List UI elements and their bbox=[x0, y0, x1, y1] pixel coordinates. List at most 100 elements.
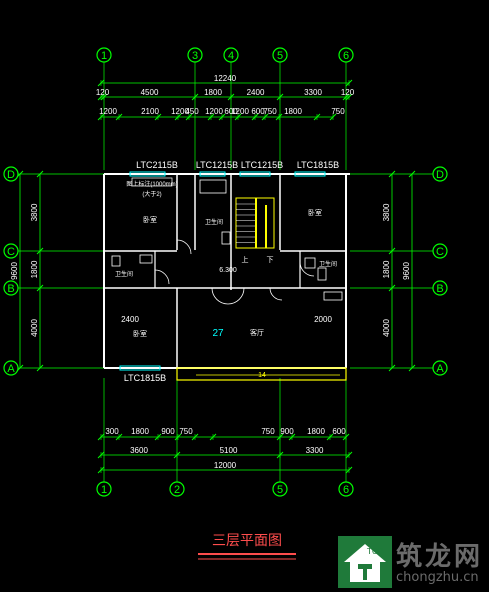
stair-down: 下 bbox=[267, 256, 274, 264]
dimension-lines: 12240 120 4500 1800 2400 3300 120 1200 2100 1200 4… bbox=[10, 74, 416, 474]
dim-bottom-detail-text: 1800 bbox=[131, 427, 149, 436]
dim-top-mid-text: 4500 bbox=[141, 88, 159, 97]
dim-top-detail-text: 600 bbox=[251, 107, 265, 116]
balcony-dim: 14 bbox=[258, 372, 266, 379]
dim-top-detail-text: 600 bbox=[224, 107, 238, 116]
door-arc bbox=[211, 287, 229, 305]
door-arc bbox=[269, 287, 283, 301]
dim-top-mid-text: 120 bbox=[96, 88, 110, 97]
dim-top-detail-text: 2100 bbox=[141, 107, 159, 116]
door-arc bbox=[154, 269, 170, 285]
bedroom-label-ne: 卧室 bbox=[308, 208, 322, 217]
bathtub bbox=[199, 179, 227, 194]
toilet bbox=[221, 231, 231, 245]
watermark-url: chongzhu.cn bbox=[396, 570, 479, 585]
axis-top-5-label: 5 bbox=[277, 50, 283, 62]
elevation-label: 6.300 bbox=[219, 267, 237, 274]
window-label: LTC2115B bbox=[136, 160, 178, 170]
hall-label: 客厅 bbox=[250, 328, 264, 337]
dim-bottom-detail-text: 600 bbox=[332, 427, 346, 436]
svg-text:TOP: TOP bbox=[366, 547, 383, 556]
window-2 bbox=[199, 171, 226, 177]
sink bbox=[139, 254, 153, 264]
room-note-box bbox=[131, 177, 173, 187]
dim-top-detail-text: 1200 bbox=[99, 107, 117, 116]
bathroom-label-2: 卫生间 bbox=[115, 270, 133, 278]
stair-up: 上 bbox=[242, 255, 249, 264]
dim-bottom-detail-text: 750 bbox=[261, 427, 275, 436]
fixtures bbox=[111, 177, 343, 305]
balcony-outline bbox=[176, 367, 347, 381]
plan-title-group bbox=[198, 553, 296, 560]
dim-top-detail-text: 750 bbox=[331, 107, 345, 116]
dim-left-parts-text: 4000 bbox=[30, 319, 39, 337]
dim-left-parts-tick bbox=[36, 284, 44, 292]
axis-bottom-6-label: 6 bbox=[343, 484, 349, 496]
dim-top-total-text: 12240 bbox=[214, 74, 237, 83]
plan-title: 三层平面图 bbox=[212, 532, 282, 548]
dim-right-parts-tick bbox=[388, 284, 396, 292]
dim-top-mid-text: 3300 bbox=[304, 88, 322, 97]
window-label: LTC1815B bbox=[297, 160, 339, 170]
window-1 bbox=[129, 171, 166, 177]
dim-top-detail-text: 1800 bbox=[284, 107, 302, 116]
dim-top-detail-text: 1200 bbox=[231, 107, 249, 116]
dim-bottom-detail-text: 900 bbox=[161, 427, 175, 436]
dim-2400: 2400 bbox=[121, 315, 139, 324]
bedroom-label-nw: 卧室 bbox=[143, 215, 157, 224]
bathroom-label-1: 卫生间 bbox=[205, 218, 223, 226]
dim-right-parts-text: 1800 bbox=[382, 260, 391, 278]
toilet bbox=[111, 255, 121, 267]
window-label: LTC1815B bbox=[124, 373, 166, 383]
dim-right-parts-text: 4000 bbox=[382, 319, 391, 337]
toilet bbox=[317, 267, 327, 281]
dim-right-parts-tick bbox=[388, 247, 396, 255]
door-arc bbox=[227, 287, 245, 305]
dim-right-parts-tick bbox=[388, 364, 396, 372]
window-5 bbox=[119, 365, 161, 371]
door-arc bbox=[176, 239, 192, 255]
window-label: LTC1215B bbox=[196, 160, 238, 170]
room-note: 图上标注(1000mm) bbox=[126, 180, 177, 188]
dim-top-detail-text: 750 bbox=[263, 107, 277, 116]
dim-top-mid-text: 2400 bbox=[247, 88, 265, 97]
axis-bottom-2-label: 2 bbox=[174, 484, 180, 496]
axis-top-6-label: 6 bbox=[343, 50, 349, 62]
dim-bottom-mid-text: 5100 bbox=[220, 446, 238, 455]
dim-right-total-text: 9600 bbox=[402, 262, 411, 280]
dim-bottom-mid-text: 3600 bbox=[130, 446, 148, 455]
axis-top-4-label: 4 bbox=[228, 50, 234, 62]
bathroom-note: (大于2) bbox=[142, 190, 161, 198]
axis-right-B-label: B bbox=[436, 283, 443, 295]
axis-left-C-label: C bbox=[7, 246, 15, 258]
dim-left-total-text: 9600 bbox=[10, 262, 19, 280]
bedroom-label-sw: 卧室 bbox=[133, 329, 147, 338]
bathroom-label-3: 卫生间 bbox=[319, 260, 337, 268]
axis-bottom-5-label: 5 bbox=[277, 484, 283, 496]
dim-top-mid-text: 1800 bbox=[204, 88, 222, 97]
dim-right-total-tick bbox=[408, 170, 416, 178]
dim-left-parts-tick bbox=[36, 247, 44, 255]
basin bbox=[304, 257, 316, 269]
dim-left-total-tick bbox=[16, 364, 24, 372]
window-3 bbox=[239, 171, 271, 177]
dim-bottom-detail-text: 300 bbox=[105, 427, 119, 436]
dim-bottom-detail-text: 750 bbox=[179, 427, 193, 436]
dim-top-detail-text: 1200 bbox=[205, 107, 223, 116]
dim-left-parts-tick bbox=[36, 170, 44, 178]
sink bbox=[323, 291, 343, 301]
axis-right-A-label: A bbox=[436, 363, 444, 375]
door-arc bbox=[299, 261, 315, 277]
dim-bottom-mid-text: 3300 bbox=[306, 446, 324, 455]
window-label: LTC1215B bbox=[241, 160, 283, 170]
axis-top-1-label: 1 bbox=[101, 50, 107, 62]
watermark-name: 筑龙网 bbox=[396, 542, 484, 572]
dim-top-detail-text: 450 bbox=[185, 107, 199, 116]
dim-top-mid-text: 120 bbox=[341, 88, 355, 97]
area-value: 27 bbox=[212, 328, 224, 339]
house-logo-icon: TOP bbox=[338, 536, 392, 588]
axis-left-A-label: A bbox=[7, 363, 15, 375]
window-4 bbox=[294, 171, 326, 177]
